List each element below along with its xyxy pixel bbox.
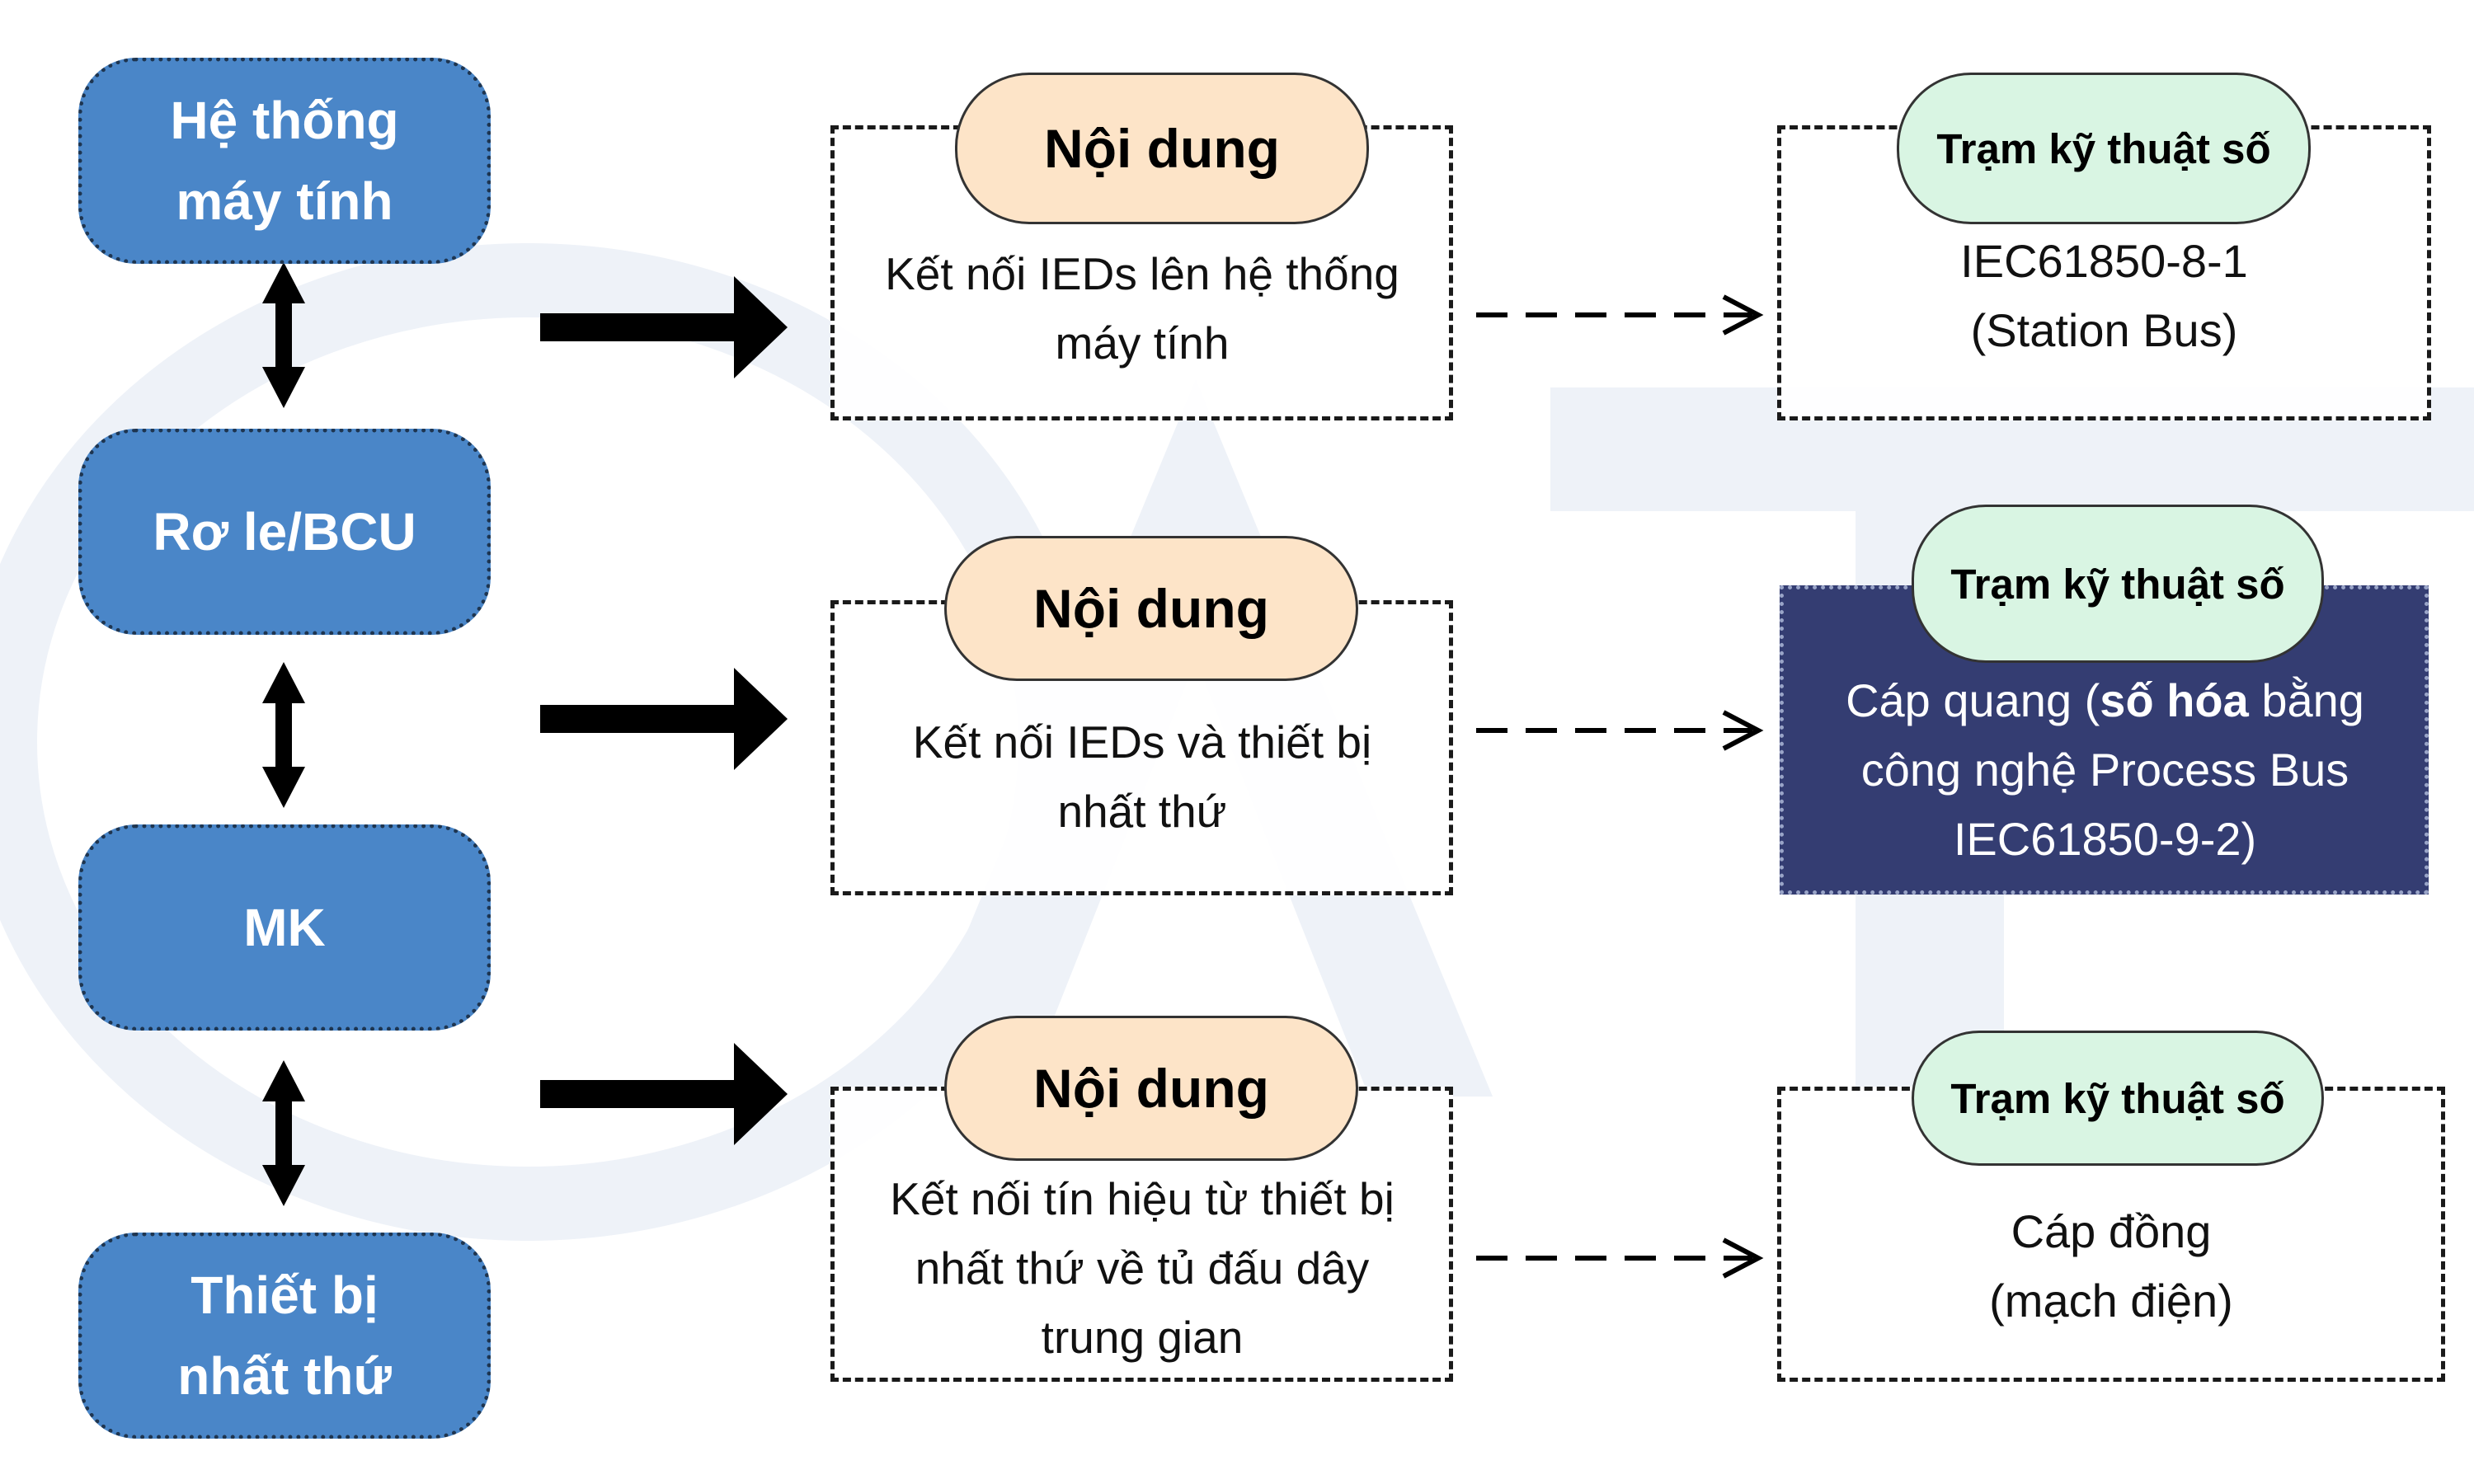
tech-line: IEC61850-8-1 [1960,235,2248,287]
double-arrow-1 [262,262,305,408]
double-arrow-2 [262,662,305,808]
tech-title-text: Trạm kỹ thuật số [1950,560,2285,608]
layer-label-line: Hệ thống [170,91,399,150]
dashed-arrow-1 [1476,294,1764,336]
content-text-2: Kết nối IEDs và thiết bị nhất thứ [837,707,1447,846]
double-arrow-3 [262,1060,305,1206]
content-title-1: Nội dung [955,73,1369,224]
content-text-1: Kết nối IEDs lên hệ thống máy tính [837,239,1447,378]
content-line: nhất thứ [1057,786,1227,837]
dashed-arrow-3 [1476,1237,1764,1279]
layer-label-line: Rơ le/BCU [153,502,416,561]
tech-title-text: Trạm kỹ thuật số [1950,1074,2285,1122]
content-text-3: Kết nối tín hiệu từ thiết bị nhất thứ về… [837,1164,1447,1372]
content-line: Kết nối IEDs và thiết bị [912,716,1372,768]
tech-line: (Station Bus) [1970,304,2238,356]
content-title-text: Nội dung [1033,1058,1269,1119]
tech-line-bold: số hóa [2100,674,2249,726]
content-line: máy tính [1055,317,1230,369]
tech-line-2: công nghệ Process Bus [1860,744,2349,796]
layer-label-line: máy tính [176,171,393,231]
content-line: Kết nối IEDs lên hệ thống [885,248,1399,299]
tech-text-1: IEC61850-8-1 (Station Bus) [1781,227,2427,365]
content-line: nhất thứ về tủ đấu dây [915,1242,1370,1294]
content-title-3: Nội dung [944,1016,1358,1161]
tech-title-text: Trạm kỹ thuật số [1936,124,2271,172]
layer-computer-system: Hệ thống máy tính [78,58,491,264]
layer-primary-equipment: Thiết bị nhất thứ [78,1233,491,1439]
tech-text-3: Cáp đồng (mạch điện) [1781,1197,2441,1336]
right-arrow-1 [540,276,788,378]
layer-label-line: MK [243,898,326,957]
layer-mk: MK [78,824,491,1031]
content-line: Kết nối tín hiệu từ thiết bị [890,1173,1395,1224]
tech-line: (mạch điện) [1989,1275,2233,1327]
layer-label-line: nhất thứ [177,1346,392,1406]
tech-title-3: Trạm kỹ thuật số [1912,1031,2324,1166]
content-title-2: Nội dung [944,536,1358,681]
right-arrow-2 [540,668,788,770]
tech-line-suffix: bằng [2248,674,2364,726]
right-arrow-3 [540,1043,788,1145]
tech-line: Cáp đồng [2011,1205,2212,1257]
tech-line-3: IEC61850-9-2) [1953,813,2257,865]
dashed-arrow-2 [1476,710,1764,751]
tech-line-prefix: Cáp quang ( [1846,674,2100,726]
tech-title-1: Trạm kỹ thuật số [1897,73,2311,224]
layer-relay-bcu: Rơ le/BCU [78,429,491,635]
tech-title-2: Trạm kỹ thuật số [1912,505,2324,663]
content-line: trung gian [1041,1312,1244,1363]
content-title-text: Nội dung [1044,118,1280,179]
tech-text-2: Cáp quang (số hóa bằng công nghệ Process… [1785,666,2425,874]
content-title-text: Nội dung [1033,578,1269,639]
layer-label-line: Thiết bị [190,1266,379,1325]
tech-line-1: Cáp quang (số hóa bằng [1785,666,2425,735]
